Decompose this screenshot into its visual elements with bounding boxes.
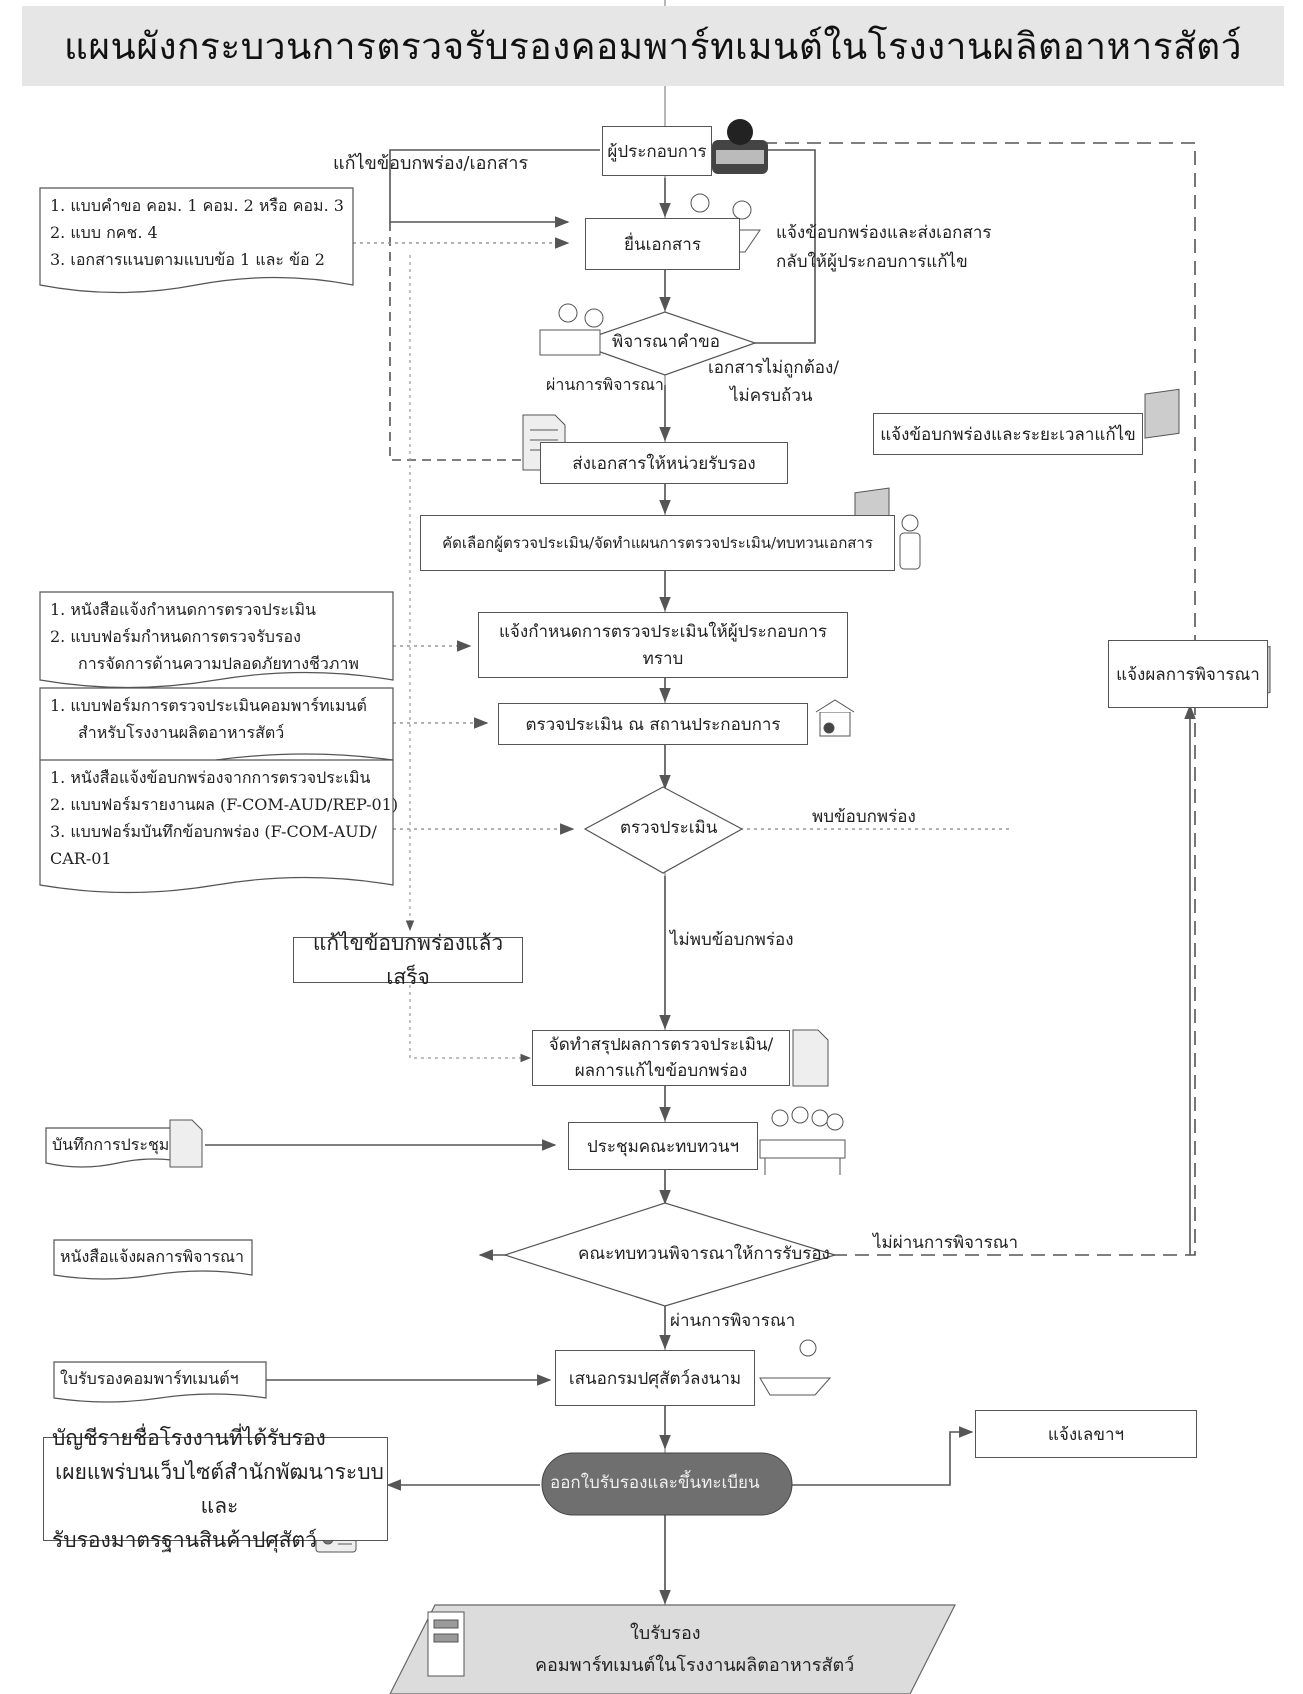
applicant-box: ผู้ประกอบการ xyxy=(602,126,712,176)
published-line: รับรองมาตรฐานสินค้าปศุสัตว์ xyxy=(52,1528,317,1552)
person-icon xyxy=(712,119,768,174)
consider-request-diamond xyxy=(573,311,757,376)
title-banner xyxy=(22,6,1284,86)
doc-line: 2. แบบ กคช. 4 xyxy=(50,223,158,242)
doc-line: 2. แบบฟอร์มรายงานผล (F-COM-AUD/REP-01) xyxy=(50,795,399,814)
application-forms-doc: 1. แบบคำขอ คอม. 1 คอม. 2 หรือ คอม. 3 2. … xyxy=(40,188,353,273)
doc-line: 1. แบบคำขอ คอม. 1 คอม. 2 หรือ คอม. 3 xyxy=(50,196,344,215)
notify-defect-deadline-box: แจ้งข้อบกพร่องและระยะเวลาแก้ไข xyxy=(873,413,1143,455)
doc-line: 2. แบบฟอร์มกำหนดการตรวจรับรอง xyxy=(50,627,301,646)
published-list-box: บัญชีรายชื่อโรงงานที่ได้รับรอง เผยแพร่บน… xyxy=(43,1426,388,1552)
certificate-doc: ใบรับรองคอมพาร์ทเมนต์ฯ xyxy=(60,1369,239,1388)
envelope-icon xyxy=(1144,388,1180,439)
consider-request-label: พิจารณาคำขอ xyxy=(612,332,720,352)
certificate-title-line: ใบรับรอง xyxy=(630,1623,701,1644)
schedule-forms-doc: 1. หนังสือแจ้งกำหนดการตรวจประเมิน 2. แบบ… xyxy=(40,592,393,677)
doc-line: 3. เอกสารแนบตามแบบข้อ 1 และ ข้อ 2 xyxy=(50,250,325,269)
summary-line-2: ผลการแก้ไขข้อบกพร่อง xyxy=(574,1061,748,1081)
audit-form-doc: 1. แบบฟอร์มการตรวจประเมินคอมพาร์ทเมนต์ ส… xyxy=(40,688,393,746)
result-letter-doc: หนังสือแจ้งผลการพิจารณา xyxy=(60,1247,244,1266)
certificate-subtitle-line: คอมพาร์ทเมนต์ในโรงงานผลิตอาหารสัตว์ xyxy=(535,1655,855,1676)
committee-decision-diamond xyxy=(503,1202,838,1307)
send-docs-box: ส่งเอกสารให้หน่วยรับรอง xyxy=(540,442,788,484)
audit-decision-diamond xyxy=(583,786,744,874)
doc-line: 1. แบบฟอร์มการตรวจประเมินคอมพาร์ทเมนต์ xyxy=(50,696,367,715)
doc-line: 1. หนังสือแจ้งกำหนดการตรวจประเมิน xyxy=(50,600,316,619)
return-docs-label-2: กลับให้ผู้ประกอบการแก้ไข xyxy=(776,252,968,272)
submit-docs-box: ยื่นเอกสาร xyxy=(585,218,740,270)
doc-line: 3. แบบฟอร์มบันทึกข้อบกพร่อง (F-COM-AUD/ xyxy=(50,822,377,841)
passed-label-2: ผ่านการพิจารณา xyxy=(670,1311,796,1331)
document-icon xyxy=(169,1119,203,1168)
doc-line: สำหรับโรงงานผลิตอาหารสัตว์ xyxy=(78,723,285,742)
server-icon xyxy=(427,1611,465,1677)
signing-icon xyxy=(759,1339,832,1396)
director-sign-box: เสนอกรมปศุสัตว์ลงนาม xyxy=(555,1350,755,1406)
onsite-audit-box: ตรวจประเมิน ณ สถานประกอบการ xyxy=(498,703,808,745)
notify-schedule-box: แจ้งกำหนดการตรวจประเมินให้ผู้ประกอบการทร… xyxy=(478,612,848,678)
committee-meeting-box: ประชุมคณะทบทวนฯ xyxy=(568,1122,758,1170)
summary-box: จัดทำสรุปผลการตรวจประเมิน/ ผลการแก้ไขข้อ… xyxy=(532,1030,790,1086)
issue-certificate-terminal xyxy=(541,1452,793,1516)
defect-found-label: พบข้อบกพร่อง xyxy=(812,807,916,827)
document-icon xyxy=(792,1029,829,1087)
doc-line: การจัดการด้านความปลอดภัยทางชีวภาพ xyxy=(78,654,359,673)
diagram-title: แผนผังกระบวนการตรวจรับรองคอมพาร์ทเมนต์ใน… xyxy=(64,24,1242,68)
audit-decision-label: ตรวจประเมิน xyxy=(620,818,718,838)
docs-invalid-label-2: ไม่ครบถ้วน xyxy=(730,386,813,406)
docs-invalid-label-1: เอกสารไม่ถูกต้อง/ xyxy=(708,358,839,378)
certificate-output-shape xyxy=(389,1604,956,1694)
schedule-docs-shape xyxy=(39,591,394,689)
not-passed-label: ไม่ผ่านการพิจารณา xyxy=(873,1233,1019,1253)
certificate-doc-shape xyxy=(53,1361,267,1403)
no-defect-label: ไม่พบข้อบกพร่อง xyxy=(670,930,794,950)
return-docs-label-1: แจ้งข้อบกพร่องและส่งเอกสาร xyxy=(776,223,992,243)
minutes-doc: บันทึกการประชุม xyxy=(52,1135,170,1154)
doc-line: CAR-01 xyxy=(50,849,112,868)
result-letter-doc-shape xyxy=(53,1239,253,1280)
published-line: เผยแพร่บนเว็บไซต์สำนักพัฒนาระบบและ xyxy=(55,1460,384,1518)
select-assessor-box: คัดเลือกผู้ตรวจประเมิน/จัดทำแผนการตรวจปร… xyxy=(420,515,895,571)
defect-forms-doc: 1. หนังสือแจ้งข้อบกพร่องจากการตรวจประเมิ… xyxy=(40,760,399,872)
issue-certificate-label: ออกใบรับรองและขึ้นทะเบียน xyxy=(550,1473,760,1493)
summary-line-1: จัดทำสรุปผลการตรวจประเมิน/ xyxy=(548,1035,774,1055)
person-icon xyxy=(899,514,921,570)
passed-label: ผ่านการพิจารณา xyxy=(546,375,664,394)
fix-done-box: แก้ไขข้อบกพร่องแล้วเสร็จ xyxy=(293,931,523,989)
defect-docs-shape xyxy=(39,759,394,894)
notify-result-box: แจ้งผลการพิจารณา xyxy=(1108,640,1268,708)
building-icon xyxy=(815,699,855,737)
committee-decision-label: คณะทบทวนพิจารณาให้การรับรอง xyxy=(578,1244,830,1264)
application-docs-shape xyxy=(39,187,354,294)
notify-secretary-box: แจ้งเลขาฯ xyxy=(975,1410,1197,1458)
fix-docs-label: แก้ไขข้อบกพร่อง/เอกสาร xyxy=(333,153,529,174)
doc-line: 1. หนังสือแจ้งข้อบกพร่องจากการตรวจประเมิ… xyxy=(50,768,371,787)
published-line: บัญชีรายชื่อโรงงานที่ได้รับรอง xyxy=(52,1426,326,1450)
meeting-icon xyxy=(539,303,604,356)
meeting-icon xyxy=(759,1106,846,1175)
